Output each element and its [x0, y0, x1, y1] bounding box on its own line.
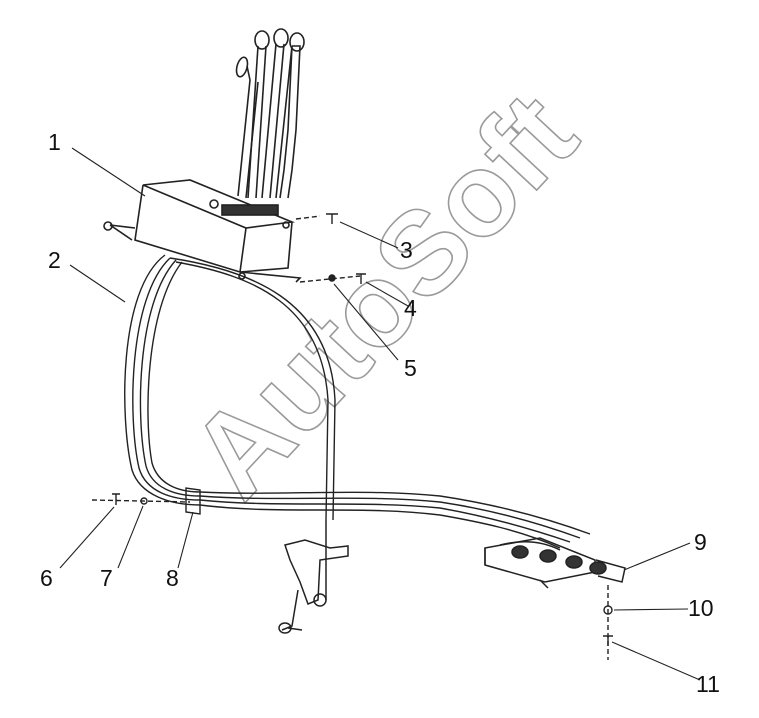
cable-bundle [124, 254, 591, 549]
leader-lines [59, 147, 701, 681]
control-levers [235, 28, 305, 199]
linkage-bracket [278, 520, 349, 634]
callout-6: 6 [40, 565, 53, 591]
valve-block [484, 537, 626, 589]
hardware-fasteners [91, 213, 366, 505]
callout-9: 9 [694, 529, 707, 555]
callout-3: 3 [400, 237, 413, 263]
callout-11: 11 [696, 671, 720, 697]
callout-labels: 1 2 3 4 5 6 7 8 9 10 11 [40, 129, 720, 697]
watermark-text: AutoSoft [165, 68, 601, 522]
callout-7: 7 [100, 565, 113, 591]
callout-2: 2 [48, 247, 61, 273]
control-box [103, 179, 302, 283]
callout-8: 8 [166, 565, 179, 591]
callout-10: 10 [688, 595, 714, 621]
callout-1: 1 [48, 129, 61, 155]
callout-5: 5 [404, 355, 417, 381]
nut-and-bolt [603, 585, 613, 660]
callout-4: 4 [404, 295, 417, 321]
